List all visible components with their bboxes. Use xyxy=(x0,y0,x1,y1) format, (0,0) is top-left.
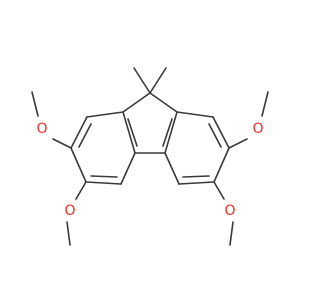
oxygen-label-upper-right: O xyxy=(252,121,263,137)
left-ring-bond-5 xyxy=(85,181,122,185)
right-ring-bond-3-inner xyxy=(208,123,222,148)
right-ring-bond-6 xyxy=(164,152,180,185)
left-ring-bond-1-inner xyxy=(127,118,138,147)
right-ring-bond-2 xyxy=(176,111,214,118)
atom-labels: O O O O xyxy=(36,121,263,219)
oxygen-label-lower-left: O xyxy=(64,203,75,219)
right-upper-c-o-bond xyxy=(228,138,248,149)
right-ring-bond-5-inner xyxy=(182,175,210,178)
molecule-canvas: O O O O xyxy=(31,67,269,246)
oxygen-label-upper-left: O xyxy=(36,121,47,137)
left-upper-o-ch3-bond xyxy=(31,91,39,117)
left-ring-bond-6 xyxy=(120,152,136,185)
left-lower-c-o-bond xyxy=(75,181,87,200)
left-ring-bond-5-inner xyxy=(90,175,118,178)
ring5-bond-c9-c9a xyxy=(122,92,151,113)
ring5-bond-c9-c8a xyxy=(149,92,178,113)
oxygen-label-lower-right: O xyxy=(224,203,235,219)
left-upper-c-o-bond xyxy=(52,138,72,149)
bond-set xyxy=(31,67,269,246)
left-ring-bond-3-inner xyxy=(78,123,92,148)
right-ring-bond-1 xyxy=(164,111,178,154)
methyl-bond-left xyxy=(133,67,151,94)
right-upper-o-ch3-bond xyxy=(261,91,269,117)
structure-drawing: O O O O xyxy=(31,67,269,246)
methyl-bond-right xyxy=(149,67,167,94)
left-ring-bond-2 xyxy=(86,111,124,118)
right-ring-bond-4 xyxy=(213,147,230,183)
left-ring-bond-3 xyxy=(70,116,88,149)
left-lower-o-ch3-bond xyxy=(66,221,71,246)
left-ring-bond-1 xyxy=(122,111,136,154)
left-ring-bond-4 xyxy=(70,147,87,183)
right-ring-bond-1-inner xyxy=(162,118,173,147)
right-lower-o-ch3-bond xyxy=(229,221,234,246)
right-ring-bond-3 xyxy=(212,116,230,149)
right-ring-bond-5 xyxy=(178,181,215,185)
right-lower-c-o-bond xyxy=(213,181,225,200)
